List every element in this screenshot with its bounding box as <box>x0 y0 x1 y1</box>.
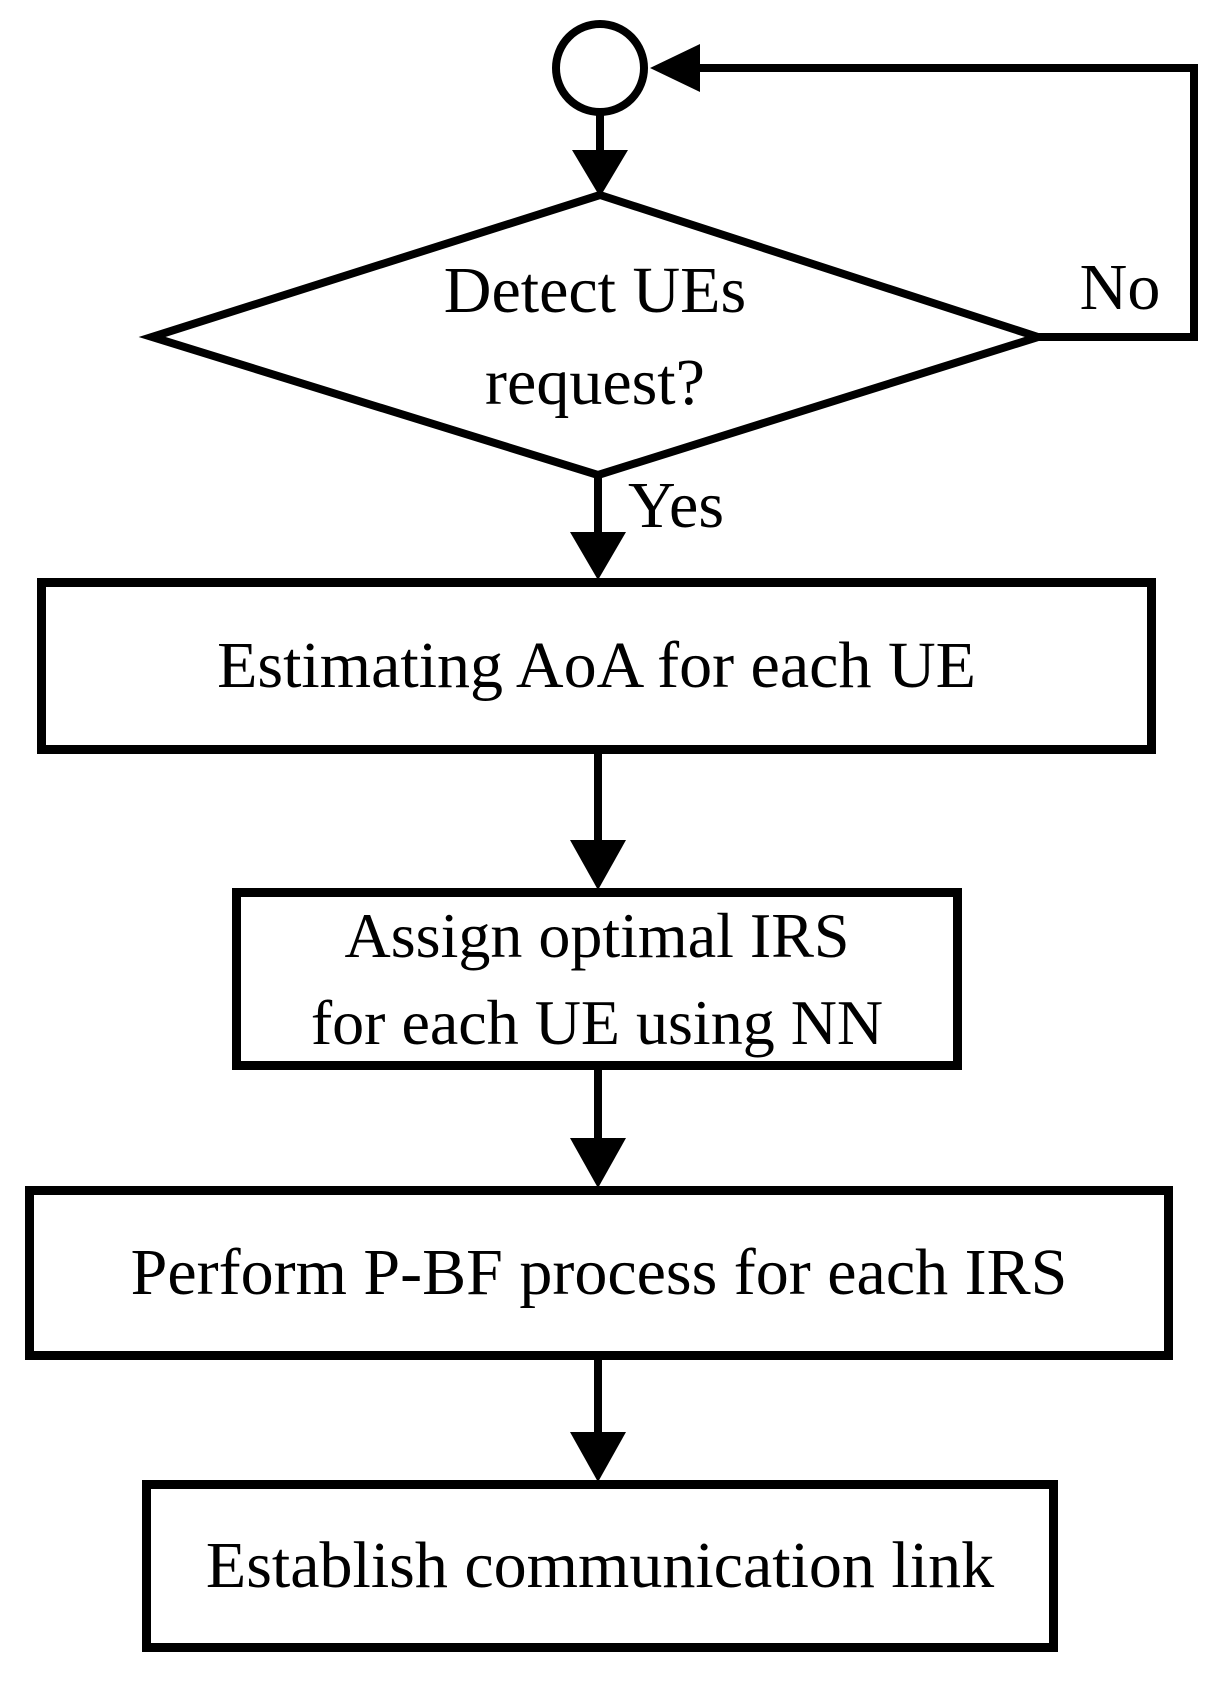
yes-branch-label: Yes <box>628 469 725 542</box>
process-box-label: Establish communication link <box>205 1529 995 1603</box>
process-box-label: Assign optimal IRS for each UE using NN <box>310 899 884 1058</box>
process-box-estimate-aoa: Estimating AoA for each UE <box>37 578 1156 754</box>
no-loop-connector <box>700 64 1198 341</box>
process-box-perform-pbf: Perform P-BF process for each IRS <box>25 1186 1173 1360</box>
estimate-to-assign-arrowhead-icon <box>570 840 626 890</box>
decision-label: Detect UEs request? <box>443 253 747 419</box>
start-to-decision-arrowhead-icon <box>572 150 628 197</box>
no-loop-arrowhead-icon <box>650 44 700 92</box>
process-box-assign-irs: Assign optimal IRS for each UE using NN <box>232 888 962 1070</box>
pbf-to-establish-arrowhead-icon <box>570 1432 626 1482</box>
process-box-label: Perform P-BF process for each IRS <box>130 1236 1068 1310</box>
start-node <box>552 20 648 116</box>
process-box-establish-link: Establish communication link <box>142 1480 1058 1652</box>
no-branch-label: No <box>1079 251 1161 324</box>
assign-to-pbf-arrowhead-icon <box>570 1138 626 1188</box>
yes-arrowhead-icon <box>570 532 626 580</box>
process-box-label: Estimating AoA for each UE <box>217 629 976 703</box>
